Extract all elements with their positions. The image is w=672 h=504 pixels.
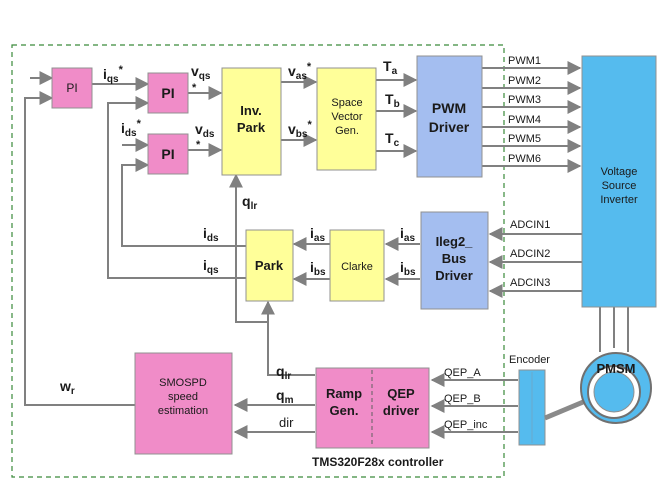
signal-iqs-fb: iqs <box>203 257 219 276</box>
signal-ias-clarke: ias <box>400 225 415 244</box>
svgen-block: Space Vector Gen. <box>316 67 377 171</box>
pi-q-block: PI <box>147 72 189 114</box>
adc-label-3: ADCIN3 <box>510 277 550 289</box>
signal-dir: dir <box>279 415 294 430</box>
pwm-label-1: PWM1 <box>508 55 541 67</box>
signal-vbs: vbs* <box>288 119 312 140</box>
qep-driver-line-1: QEP <box>387 386 415 401</box>
pi-speed-block: PI <box>51 67 93 109</box>
qep-label-2: QEP_B <box>444 393 481 405</box>
pwm-label-5: PWM5 <box>508 133 541 145</box>
clarke-label: Clarke <box>341 261 373 273</box>
park-block: Park <box>245 229 294 302</box>
pmsm-label: PMSM <box>597 361 636 376</box>
signal-labels: iqs* ids* vqs * vds * vas* vbs* Ta Tb Tc… <box>59 58 416 430</box>
qep-driver-line-2: driver <box>383 403 419 418</box>
ileg2-block: Ileg2_ Bus Driver <box>420 211 489 310</box>
svgen-line-1: Space <box>331 97 362 109</box>
ramp-gen-line-2: Gen. <box>330 403 359 418</box>
park-label: Park <box>255 258 284 273</box>
signal-vas: vas* <box>288 61 312 82</box>
ramp-gen-line-1: Ramp <box>326 386 362 401</box>
svgen-line-3: Gen. <box>335 125 359 137</box>
smospd-block: SMOSPD speed estimation <box>134 352 233 455</box>
signal-ids-ref: ids* <box>121 118 142 139</box>
qep-label-3: QEP_inc <box>444 419 488 431</box>
inverter-line-2: Source <box>602 180 637 192</box>
signal-vqs: vqs <box>191 63 211 82</box>
signal-tb: Tb <box>385 91 400 110</box>
encoder-block: Encoder <box>509 354 550 446</box>
smospd-line-2: speed <box>168 391 198 403</box>
pwm-label-3: PWM3 <box>508 94 541 106</box>
qep-signal-labels: QEP_A QEP_B QEP_inc <box>444 367 488 431</box>
pwm-label-6: PWM6 <box>508 153 541 165</box>
pwm-driver-line-1: PWM <box>432 100 466 116</box>
smospd-line-3: estimation <box>158 405 208 417</box>
inverter-block: Voltage Source Inverter <box>581 55 657 308</box>
pi-d-label: PI <box>161 146 174 162</box>
controller-boundary <box>11 44 505 478</box>
signal-vds: vds <box>195 121 215 140</box>
pwm-label-2: PWM2 <box>508 75 541 87</box>
signal-qlr-ramp: qlr <box>276 363 291 382</box>
svgen-line-2: Vector <box>331 111 363 123</box>
pi-d-block: PI <box>147 133 189 175</box>
signal-vqs-star: * <box>192 82 197 94</box>
controller-label: TMS320F28x controller <box>312 455 444 469</box>
signal-wr: wr <box>59 378 75 397</box>
pwm-driver-line-2: Driver <box>429 119 470 135</box>
pwm-driver-block: PWM Driver <box>416 55 483 178</box>
ramp-qep-block: Ramp Gen. QEP driver <box>315 367 430 449</box>
adc-label-2: ADCIN2 <box>510 248 550 260</box>
smospd-line-1: SMOSPD <box>159 377 207 389</box>
inv-park-line-1: Inv. <box>240 103 261 118</box>
ileg2-line-2: Bus <box>442 251 467 266</box>
signal-ids-fb: ids <box>203 225 219 244</box>
qep-label-1: QEP_A <box>444 367 481 379</box>
signal-qm: qm <box>276 387 294 406</box>
pwm-label-4: PWM4 <box>508 114 541 126</box>
clarke-block: Clarke <box>329 229 385 302</box>
pmsm-motor: PMSM <box>580 352 652 424</box>
signal-ta: Ta <box>383 58 398 77</box>
inv-park-line-2: Park <box>237 120 266 135</box>
signal-tc: Tc <box>385 130 400 149</box>
signal-ias-park: ias <box>310 225 325 244</box>
signal-ibs-clarke: ibs <box>400 259 416 278</box>
pi-q-label: PI <box>161 85 174 101</box>
signal-ibs-park: ibs <box>310 259 326 278</box>
connections <box>24 61 582 439</box>
signal-vds-star: * <box>196 139 201 151</box>
inverter-phase-legs <box>599 307 629 352</box>
inv-park-block: Inv. Park <box>221 67 282 176</box>
signal-qlr-invpark: qlr <box>242 193 257 212</box>
signal-iqs-ref: iqs* <box>103 64 124 85</box>
adc-label-1: ADCIN1 <box>510 219 550 231</box>
inverter-line-3: Inverter <box>600 194 638 206</box>
ileg2-line-3: Driver <box>435 268 473 283</box>
inverter-line-1: Voltage <box>601 166 638 178</box>
ileg2-line-1: Ileg2_ <box>436 234 474 249</box>
pi-speed-label: PI <box>66 81 77 95</box>
encoder-label: Encoder <box>509 354 550 366</box>
